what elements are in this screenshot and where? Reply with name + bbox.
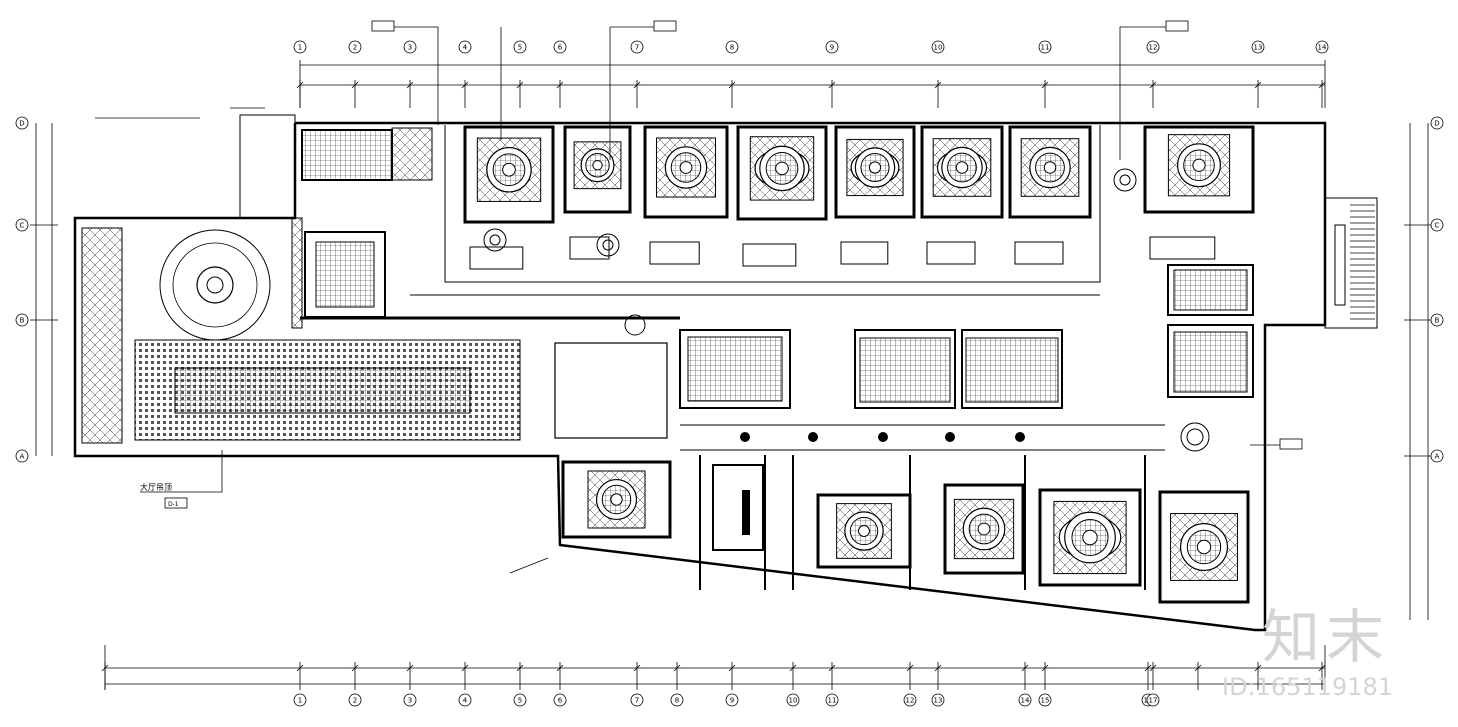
top-axis-label: 11 bbox=[1041, 44, 1050, 52]
bottom-axis-bubble bbox=[1038, 693, 1052, 707]
bottom-axis-label: 15 bbox=[1041, 697, 1050, 705]
bottom-axis-bubble bbox=[931, 693, 945, 707]
row-axis-label: C bbox=[20, 222, 25, 230]
bottom-axis-label: 14 bbox=[1021, 697, 1030, 705]
bottom-axis-label: 6 bbox=[558, 697, 563, 705]
bottom-axis-label: 2 bbox=[353, 697, 357, 705]
bottom-axis-label: 3 bbox=[408, 697, 412, 705]
watermark-logo: 知末 bbox=[1262, 603, 1391, 671]
leader-lines bbox=[95, 26, 1300, 574]
top-private-rooms bbox=[301, 125, 1255, 296]
leader-tags bbox=[164, 20, 1303, 509]
bottom-axis-label: 7 bbox=[635, 697, 639, 705]
top-axis-label: 3 bbox=[408, 44, 412, 52]
top-axis-label: 13 bbox=[1254, 44, 1263, 52]
top-axis-bubble bbox=[458, 40, 472, 54]
top-axis-bubble bbox=[1251, 40, 1265, 54]
bottom-axis-bubble bbox=[786, 693, 800, 707]
top-axis-label: 12 bbox=[1149, 44, 1158, 52]
ceiling-note-label: 大厅吊顶 bbox=[140, 482, 172, 492]
top-axis-bubble bbox=[1315, 40, 1329, 54]
bottom-axis-bubble bbox=[293, 693, 307, 707]
row-axis-bubble bbox=[15, 116, 29, 130]
bottom-axis-bubble bbox=[513, 693, 527, 707]
bottom-axis-bubble bbox=[825, 693, 839, 707]
bottom-axis-bubble bbox=[630, 693, 644, 707]
row-axis-label: A bbox=[20, 453, 25, 461]
row-axis-label: D bbox=[1434, 120, 1439, 128]
row-axis-bubbles: D D C C B B A A bbox=[15, 116, 1444, 463]
row-axis-bubble bbox=[15, 218, 29, 232]
bottom-axis-bubble bbox=[1146, 693, 1160, 707]
top-axis-bubble bbox=[513, 40, 527, 54]
bottom-private-rooms bbox=[561, 455, 1250, 604]
row-axis-label: C bbox=[1435, 222, 1440, 230]
staircase bbox=[1324, 197, 1378, 329]
watermark-id: ID:165119181 bbox=[1222, 673, 1394, 701]
top-axis-label: 4 bbox=[463, 44, 468, 52]
top-axis-label: 10 bbox=[934, 44, 943, 52]
bottom-axis-bubble bbox=[725, 693, 739, 707]
bottom-axis-label: 13 bbox=[934, 697, 943, 705]
top-axis-bubble bbox=[293, 40, 307, 54]
top-axis-label: 8 bbox=[730, 44, 734, 52]
middle-rooms bbox=[300, 231, 1254, 452]
top-dimension-ticks bbox=[296, 80, 1326, 108]
banquet-hall bbox=[81, 217, 521, 444]
bottom-axis-label: 10 bbox=[789, 697, 798, 705]
top-axis-bubble bbox=[1146, 40, 1160, 54]
bottom-axis-label: 11 bbox=[828, 697, 837, 705]
row-axis-bubble bbox=[1430, 218, 1444, 232]
top-axis-label: 5 bbox=[518, 44, 522, 52]
top-axis-bubble bbox=[348, 40, 362, 54]
bottom-axis-bubble bbox=[903, 693, 917, 707]
row-axis-label: D bbox=[19, 120, 24, 128]
bottom-dimension-ticks bbox=[101, 662, 1326, 690]
row-axis-bubble bbox=[1430, 116, 1444, 130]
top-axis-label: 14 bbox=[1318, 44, 1327, 52]
row-axis-bubble bbox=[1430, 449, 1444, 463]
top-axis-label: 2 bbox=[353, 44, 357, 52]
bottom-axis-label: 5 bbox=[518, 697, 522, 705]
bottom-axis-label: 8 bbox=[675, 697, 679, 705]
row-axis-label: A bbox=[1435, 453, 1440, 461]
top-axis-bubble bbox=[825, 40, 839, 54]
row-axis-bubble bbox=[1430, 313, 1444, 327]
bottom-axis-label: 4 bbox=[463, 697, 468, 705]
row-axis-bubble bbox=[15, 449, 29, 463]
bottom-axis-bubble bbox=[670, 693, 684, 707]
bottom-axis-label: 12 bbox=[906, 697, 915, 705]
row-axis-label: B bbox=[1435, 317, 1440, 325]
top-dimension-lines bbox=[299, 60, 1326, 108]
top-axis-label: 6 bbox=[558, 44, 563, 52]
top-axis-bubble bbox=[553, 40, 567, 54]
side-dimension-lines bbox=[30, 123, 1434, 620]
row-axis-label: B bbox=[20, 317, 25, 325]
bottom-axis-bubble bbox=[403, 693, 417, 707]
bottom-axis-label: 17 bbox=[1149, 697, 1158, 705]
bottom-axis-bubble bbox=[1018, 693, 1032, 707]
top-axis-bubble bbox=[1038, 40, 1052, 54]
bottom-axis-bubble bbox=[458, 693, 472, 707]
top-axis-label: 1 bbox=[298, 44, 302, 52]
ceiling-note-tag: D-1 bbox=[168, 501, 179, 508]
top-axis-label: 9 bbox=[830, 44, 834, 52]
top-axis-bubble bbox=[931, 40, 945, 54]
bottom-axis-bubble bbox=[348, 693, 362, 707]
bottom-axis-label: 9 bbox=[730, 697, 734, 705]
top-axis-bubble bbox=[725, 40, 739, 54]
bottom-axis-bubble bbox=[553, 693, 567, 707]
bottom-axis-bubbles: 1234567891011121314151617 bbox=[293, 693, 1160, 707]
top-axis-bubble bbox=[403, 40, 417, 54]
bottom-axis-label: 1 bbox=[298, 697, 302, 705]
row-axis-bubble bbox=[15, 313, 29, 327]
bottom-dimension-lines bbox=[104, 645, 1326, 690]
top-axis-label: 7 bbox=[635, 44, 639, 52]
top-axis-bubble bbox=[630, 40, 644, 54]
